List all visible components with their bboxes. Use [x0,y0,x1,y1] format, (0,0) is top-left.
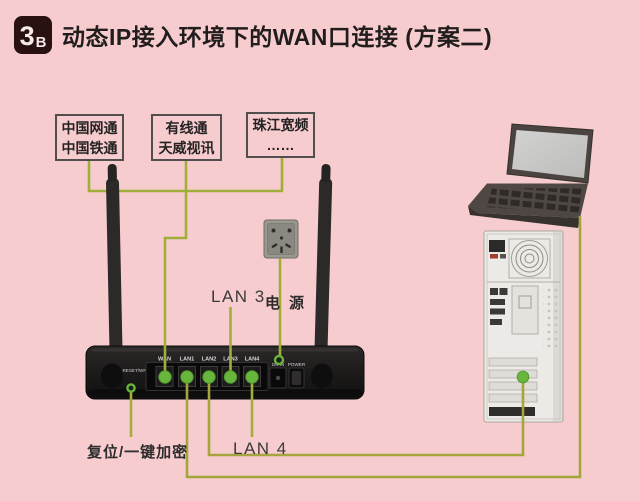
wan-feed-cable [163,191,188,377]
desktop-pc-tower [483,230,564,423]
router-reset-label: RESET/WPS [122,368,149,373]
port-label-lan1: LAN1 [180,357,195,363]
wireless-router: RESET/WPS WAN LAN1 LAN2 LAN3 LAN4 DC IN … [85,345,365,400]
lan1-connector [180,370,194,384]
isp-box2-line1: 有线通 [165,119,208,136]
isp-box-netcom-telecom: 中国网通 中国铁通 [55,114,124,161]
laptop-keyboard [487,188,584,214]
cable-connectors [126,354,530,393]
lan2-connector [202,370,216,384]
isp-box3-line1: 珠江宽频 [252,117,309,133]
power-outlet [263,219,299,259]
dc-plug-connector [273,354,285,366]
lan4-label: LAN 4 [233,439,288,458]
desktop-nic-connector [516,370,530,384]
psu-fan [511,240,548,277]
io-ports [490,288,508,325]
laptop-screen [512,130,588,178]
lan1-to-laptop-cable [185,216,582,479]
step-badge-letter: B [35,34,47,51]
io-shield-plate [511,285,539,335]
router-left-mount [101,363,123,389]
isp-box1-line1: 中国网通 [61,119,118,136]
bottom-slot-cover [489,407,535,416]
port-label-lan2: LAN2 [202,357,217,363]
reset-label: 复位/一键加密 [87,444,189,461]
router-antenna-right [314,164,333,354]
vent-holes [543,288,559,350]
port-label-lan4: LAN4 [245,357,260,363]
psu-voltage-switch [490,254,498,259]
wan-connector [158,370,172,384]
outlet-holes [271,228,292,253]
psu-power-inlet [489,240,505,252]
step-badge: 3 B [14,16,52,54]
laptop-base-edge [468,206,580,228]
router-right-mount [311,363,333,389]
lan4-connector [245,370,259,384]
laptop [468,123,594,228]
power-label: 电源 [265,295,314,312]
dc-in-pin [275,375,281,381]
page-title: 动态IP接入环境下的WAN口连接 (方案二) [62,24,493,50]
expansion-slots [488,357,538,403]
isp-box3-line2: …… [266,137,295,153]
reset-button-marker [126,383,136,393]
lan3-label: LAN 3 [211,287,266,306]
router-power-label: POWER [288,362,306,367]
lan2-to-desktop-cable [207,377,525,457]
power-switch-rocker [291,371,302,385]
isp-box1-line2: 中国铁通 [61,139,118,156]
step-badge-number: 3 [19,21,35,51]
isp-box2-line2: 天威视讯 [158,139,215,156]
cables [129,191,582,479]
lan3-connector [223,370,238,384]
isp-box-zhujiang: 珠江宽频 …… [246,112,315,158]
title-row: 3 B 动态IP接入环境下的WAN口连接 (方案二) [14,16,492,54]
isp-box-cable-tianwei: 有线通 天威视讯 [151,114,222,161]
router-antenna-left [106,164,123,354]
